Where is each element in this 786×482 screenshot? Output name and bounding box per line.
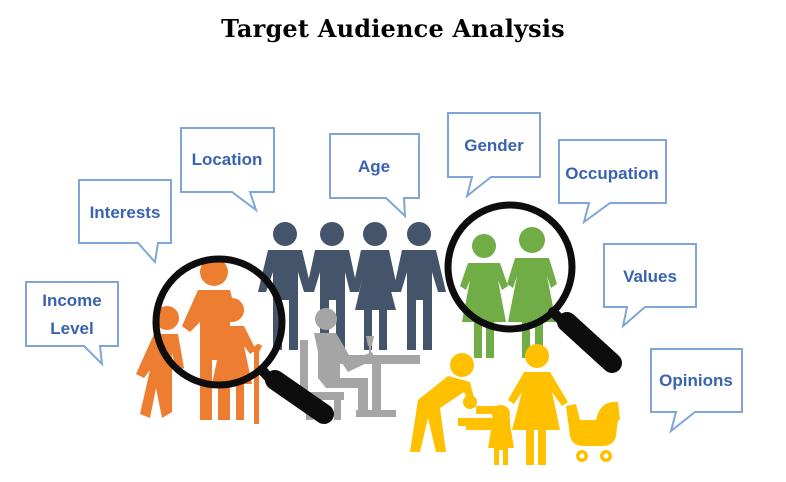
- stroller-icon: [566, 401, 620, 462]
- adult-man-figure: [393, 222, 446, 350]
- bubble-label-opinions: Opinions: [659, 371, 733, 390]
- elderly-man-figure: [136, 306, 184, 418]
- bubble-age: [329, 133, 420, 219]
- bubble-interests: [78, 179, 172, 265]
- bubble-label-gender: Gender: [464, 136, 524, 155]
- seated-worker-figure: [300, 308, 420, 420]
- page-title: Target Audience Analysis: [221, 14, 565, 43]
- family-group: [410, 344, 620, 465]
- bubble-label-interests: Interests: [90, 203, 161, 222]
- bubble-label-location: Location: [192, 150, 263, 169]
- bubble-label-level: Level: [50, 319, 93, 338]
- bubble-label-age: Age: [358, 157, 390, 176]
- magnifier-right-icon: [444, 201, 622, 373]
- magnifier-left-icon: [152, 255, 334, 424]
- adult-man-figure: [306, 222, 358, 350]
- mother-figure: [508, 344, 568, 465]
- elderly-group: [136, 258, 262, 424]
- bubble-location: [180, 127, 275, 213]
- bubble-opinions: [650, 348, 743, 434]
- adult-woman-figure: [352, 222, 398, 350]
- elderly-woman-figure: [208, 298, 262, 424]
- bubble-values: [603, 243, 697, 329]
- bubble-gender: [447, 112, 541, 199]
- baby-figure: [458, 395, 510, 430]
- bubble-label-values: Values: [623, 267, 677, 286]
- adults-group: [258, 222, 446, 350]
- bubble-occupation: [558, 139, 667, 225]
- women-group: [460, 227, 557, 358]
- bubble-label-occupation: Occupation: [565, 164, 659, 183]
- woman-figure: [507, 227, 557, 358]
- woman-figure: [460, 234, 508, 358]
- parent-bending-figure: [410, 353, 474, 452]
- bubble-income-level: [25, 281, 119, 367]
- child-figure: [488, 405, 514, 465]
- bubble-label-income: Income: [42, 291, 102, 310]
- adult-man-figure: [258, 222, 312, 350]
